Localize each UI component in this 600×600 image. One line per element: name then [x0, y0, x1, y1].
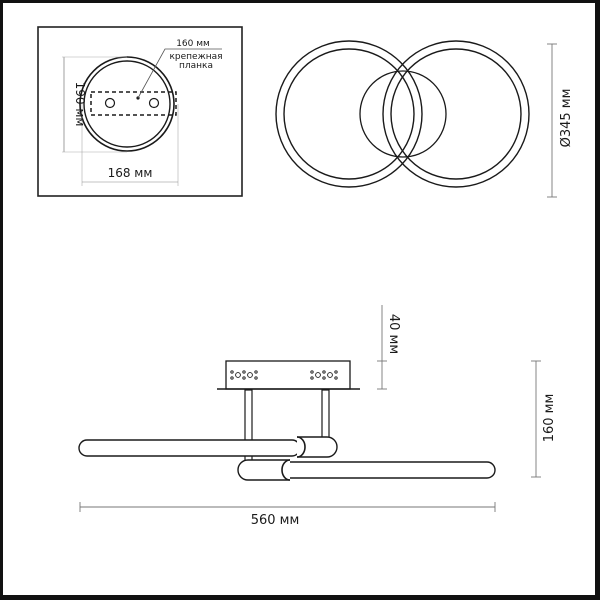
left-ring-outer — [275, 40, 423, 188]
base-inner-circle — [83, 60, 171, 148]
diameter-label: Ø345 мм — [559, 89, 574, 148]
rings-top-view: Ø345 мм — [275, 40, 574, 198]
side-view: 40 мм 160 мм 560 мм — [78, 305, 557, 528]
mounting-hole-left — [104, 97, 116, 109]
right-ring-outer — [382, 40, 530, 188]
mounting-view: 190 мм 168 мм 160 мм крепежная планка — [37, 26, 243, 197]
lower-light-bar — [279, 461, 496, 479]
height-label: 190 мм — [73, 82, 87, 127]
plate-leader-line — [137, 48, 222, 99]
upper-light-bar — [78, 439, 301, 457]
base-height-label: 40 мм — [386, 314, 401, 354]
base-disc — [359, 70, 447, 158]
canopy-box — [225, 360, 351, 390]
vent-holes-left — [230, 370, 258, 380]
width-label: 168 мм — [108, 166, 153, 180]
right-ring-inner — [390, 48, 522, 180]
upper-joint — [297, 436, 338, 458]
plate-length-label: 160 мм — [176, 39, 210, 49]
mounting-view-box — [37, 26, 243, 197]
total-width-label: 560 мм — [251, 513, 300, 528]
vent-holes-right — [310, 370, 338, 380]
plate-name-line2: планка — [179, 61, 213, 71]
left-ring-inner — [283, 48, 415, 180]
mounting-plate-outline — [90, 91, 177, 116]
total-height-label: 160 мм — [542, 394, 557, 443]
right-post — [321, 389, 330, 439]
mounting-hole-right — [148, 97, 160, 109]
plate-name-line1: крепежная — [169, 52, 222, 62]
lower-joint — [237, 459, 290, 481]
base-outer-circle — [79, 56, 175, 152]
